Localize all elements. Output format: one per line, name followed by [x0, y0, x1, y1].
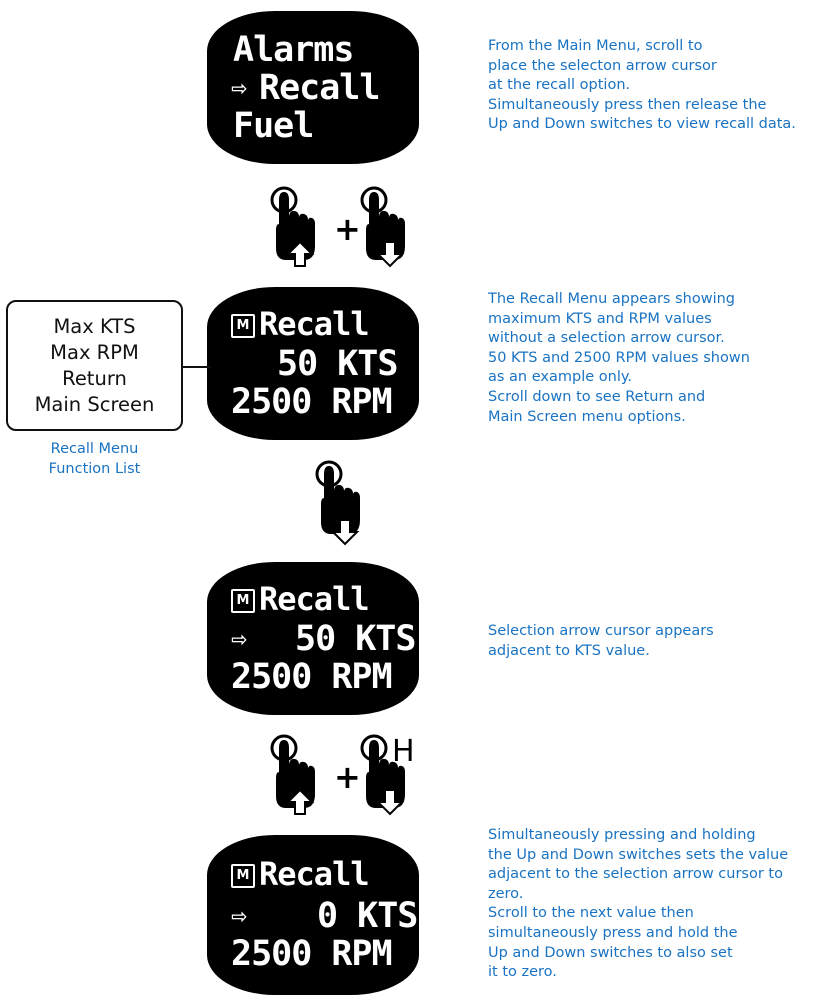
menu-item-fuel: Fuel [233, 106, 314, 146]
max-rpm-value: 2500 RPM [231, 657, 393, 697]
m-badge-icon: M [231, 589, 255, 613]
pointing-hand-down-icon [315, 460, 362, 545]
instruction-note-2: The Recall Menu appears showing maximum … [488, 291, 750, 425]
function-item-return: Return [62, 367, 127, 390]
instruction-note-4: Simultaneously pressing and holding the … [488, 827, 789, 981]
max-kts-value: 50 KTS [277, 344, 398, 384]
function-item-max-kts: Max KTS [53, 315, 136, 338]
screen-title-label: Recall [259, 580, 370, 618]
arrow-cursor-icon: ⇨ [231, 901, 247, 931]
max-kts-value: 0 KTS [317, 896, 418, 936]
menu-item-alarms: Alarms [233, 30, 354, 70]
screen-title-label: Recall [259, 855, 370, 893]
connector-line [183, 366, 211, 368]
max-kts-value: 50 KTS [295, 619, 416, 659]
pointing-hand-up-icon [270, 734, 317, 815]
m-badge-icon: M [231, 864, 255, 888]
arrow-cursor-icon: ⇨ [231, 73, 247, 103]
max-rpm-value: 2500 RPM [231, 382, 393, 422]
function-list-box: Max KTS Max RPM Return Main Screen [6, 300, 183, 431]
screen-title-label: Recall [259, 305, 370, 343]
max-rpm-value: 2500 RPM [231, 934, 393, 974]
menu-item-recall: Recall [259, 68, 380, 108]
display-screen-main-menu: Alarms ⇨ Recall Fuel [207, 11, 419, 164]
m-badge-icon: M [231, 314, 255, 338]
instruction-note-1: From the Main Menu, scroll to place the … [488, 38, 796, 133]
pointing-hand-up-icon [270, 186, 317, 267]
plus-sign: + [334, 210, 361, 248]
function-item-max-rpm: Max RPM [50, 341, 139, 364]
function-list-caption: Recall Menu Function List [48, 441, 141, 477]
function-item-main-screen: Main Screen [34, 393, 155, 416]
hold-label: H [392, 734, 415, 769]
instruction-note-3: Selection arrow cursor appears adjacent … [488, 623, 714, 659]
arrow-cursor-icon: ⇨ [231, 624, 247, 654]
pointing-hand-down-icon [360, 186, 407, 267]
plus-sign: + [334, 758, 361, 796]
